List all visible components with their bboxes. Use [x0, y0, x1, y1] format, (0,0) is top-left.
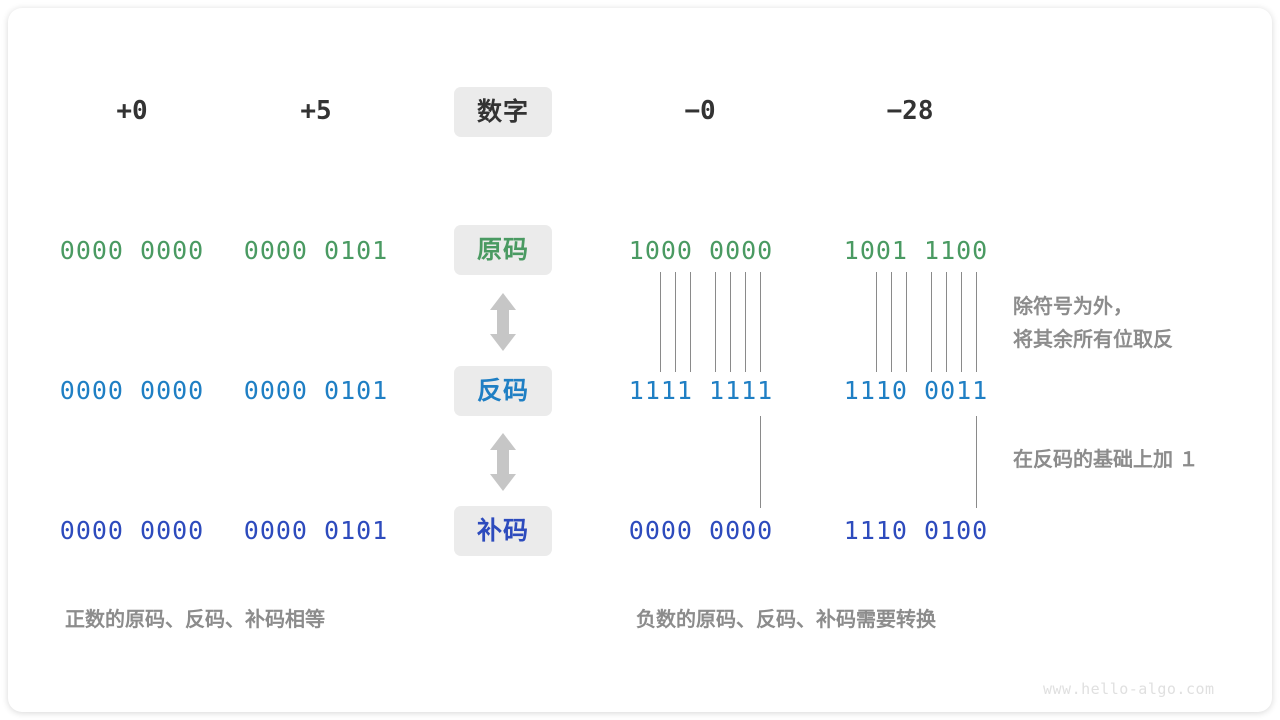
sign-magnitude-minus-twentyeight: 1001 1100: [843, 236, 989, 265]
ones-complement-plus-five: 0000 0101: [243, 376, 389, 405]
row-label-sign-magnitude: 原码: [454, 225, 552, 275]
column-header-minus-twentyeight: −28: [886, 96, 934, 126]
connector-line: [891, 272, 892, 372]
row-label-number: 数字: [454, 87, 552, 137]
column-header-plus-five: +5: [300, 96, 332, 126]
connector-line: [906, 272, 907, 372]
twos-complement-plus-five: 0000 0101: [243, 516, 389, 545]
row-label-twos-complement: 补码: [454, 506, 552, 556]
column-header-minus-zero: −0: [684, 96, 716, 126]
connector-line: [760, 272, 761, 372]
double-arrow-up-down-icon: [488, 293, 518, 356]
caption-negative: 负数的原码、反码、补码需要转换: [636, 609, 936, 631]
connector-line: [745, 272, 746, 372]
twos-complement-plus-zero: 0000 0000: [59, 516, 205, 545]
annotation-add-one: 在反码的基础上加 １: [1013, 449, 1199, 471]
connector-line: [690, 272, 691, 372]
sign-magnitude-minus-zero: 1000 0000: [628, 236, 774, 265]
connector-line: [675, 272, 676, 372]
column-header-plus-zero: +0: [116, 96, 148, 126]
sign-magnitude-plus-zero: 0000 0000: [59, 236, 205, 265]
row-label-ones-complement: 反码: [454, 366, 552, 416]
caption-positive: 正数的原码、反码、补码相等: [65, 609, 325, 631]
ones-complement-plus-zero: 0000 0000: [59, 376, 205, 405]
diagram-card: +0 +5 −0 −28 数字 0000 0000 0000 0101 1000…: [8, 8, 1272, 712]
connector-line: [660, 272, 661, 372]
ones-complement-minus-zero: 1111 1111: [628, 376, 774, 405]
connector-line: [946, 272, 947, 372]
annotation-invert-bits: 除符号为外， 将其余所有位取反: [1013, 296, 1173, 351]
connector-line: [931, 272, 932, 372]
watermark: www.hello-algo.com: [1043, 680, 1215, 698]
connector-line: [976, 416, 977, 508]
connector-line: [876, 272, 877, 372]
twos-complement-minus-zero: 0000 0000: [628, 516, 774, 545]
ones-complement-minus-twentyeight: 1110 0011: [843, 376, 989, 405]
double-arrow-up-down-icon: [488, 433, 518, 496]
connector-line: [730, 272, 731, 372]
connector-line: [715, 272, 716, 372]
connector-line: [961, 272, 962, 372]
twos-complement-minus-twentyeight: 1110 0100: [843, 516, 989, 545]
sign-magnitude-plus-five: 0000 0101: [243, 236, 389, 265]
connector-line: [976, 272, 977, 372]
connector-line: [760, 416, 761, 508]
